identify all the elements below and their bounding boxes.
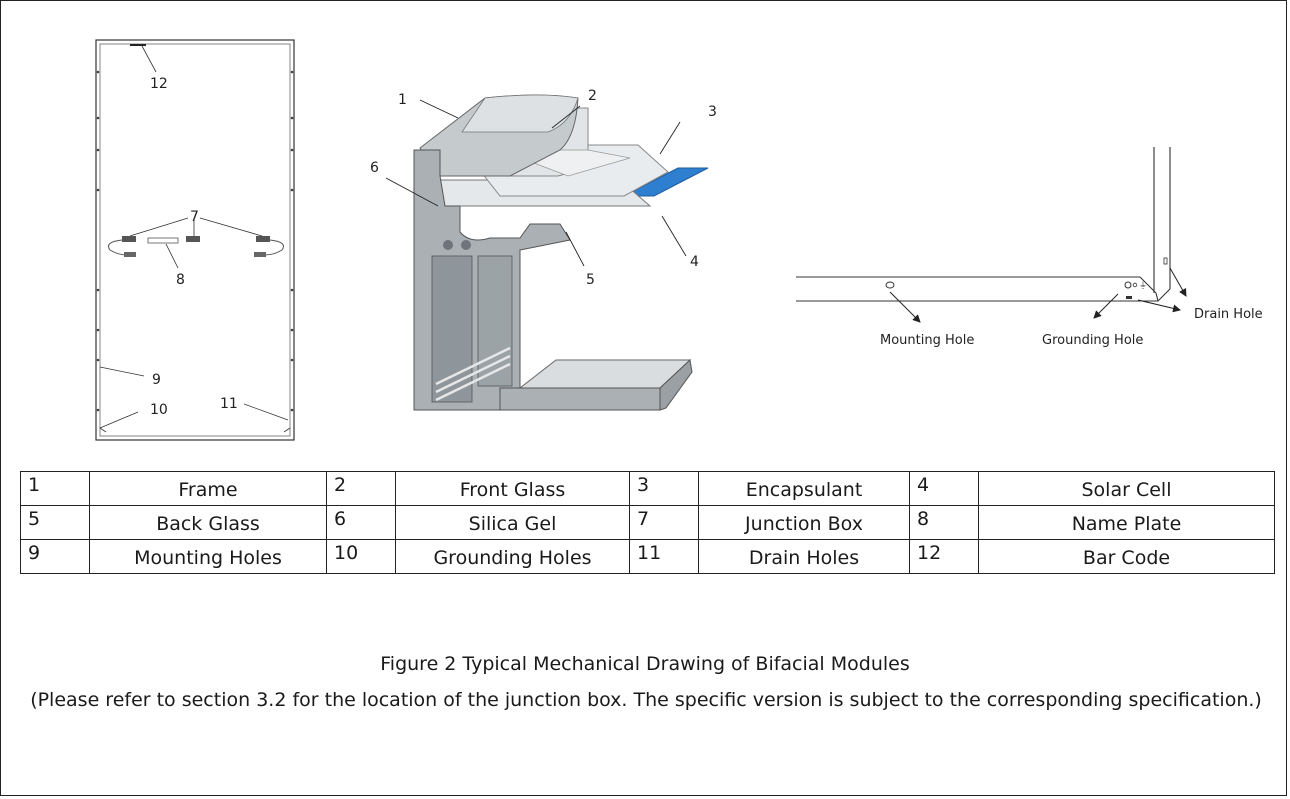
svg-text:⏚: ⏚ (1139, 281, 1147, 290)
legend-number: 6 (326, 505, 396, 540)
grounding-hole-caption: Grounding Hole (1042, 333, 1143, 348)
legend-label: Drain Holes (698, 539, 910, 574)
legend-label: Name Plate (978, 505, 1275, 540)
figure-note: (Please refer to section 3.2 for the loc… (30, 689, 1262, 711)
frame-corner-detail: ⏚ Mounting Hole Grounding Hole Drain Hol… (796, 147, 1263, 348)
legend-label: Front Glass (395, 471, 630, 506)
legend-label: Junction Box (698, 505, 910, 540)
legend-number: 2 (326, 471, 396, 506)
module-label-8: 8 (176, 272, 185, 288)
legend-number: 9 (20, 539, 90, 574)
drain-hole-caption: Drain Hole (1194, 307, 1263, 322)
legend-label: Encapsulant (698, 471, 910, 506)
legend-label: Mounting Holes (89, 539, 327, 574)
section-label-5: 5 (586, 272, 595, 288)
section-label-2: 2 (588, 88, 597, 104)
legend-number: 3 (629, 471, 699, 506)
legend-number: 7 (629, 505, 699, 540)
legend-number: 1 (20, 471, 90, 506)
frame-cross-section: 1 2 3 6 5 4 (370, 88, 717, 411)
module-label-9: 9 (152, 372, 161, 388)
legend-number: 11 (629, 539, 699, 574)
module-label-12: 12 (150, 76, 168, 92)
legend-label: Solar Cell (978, 471, 1275, 506)
module-back-view: 12 7 8 9 10 11 (95, 39, 295, 441)
module-label-11: 11 (220, 396, 238, 412)
legend-number: 4 (909, 471, 979, 506)
legend-label: Back Glass (89, 505, 327, 540)
legend-number: 5 (20, 505, 90, 540)
legend-label: Grounding Holes (395, 539, 630, 574)
section-label-3: 3 (708, 104, 717, 120)
section-label-6: 6 (370, 160, 379, 176)
legend-label: Frame (89, 471, 327, 506)
figure-title: Figure 2 Typical Mechanical Drawing of B… (380, 653, 910, 675)
section-label-1: 1 (398, 92, 407, 108)
module-label-7: 7 (190, 209, 199, 225)
legend-label: Silica Gel (395, 505, 630, 540)
legend-number: 8 (909, 505, 979, 540)
legend-number: 10 (326, 539, 396, 574)
mounting-hole-caption: Mounting Hole (880, 333, 974, 348)
mechanical-drawings: 12 7 8 9 10 11 (95, 39, 1263, 441)
legend-label: Bar Code (978, 539, 1275, 574)
legend-number: 12 (909, 539, 979, 574)
module-label-10: 10 (150, 402, 168, 418)
section-label-4: 4 (690, 254, 699, 270)
